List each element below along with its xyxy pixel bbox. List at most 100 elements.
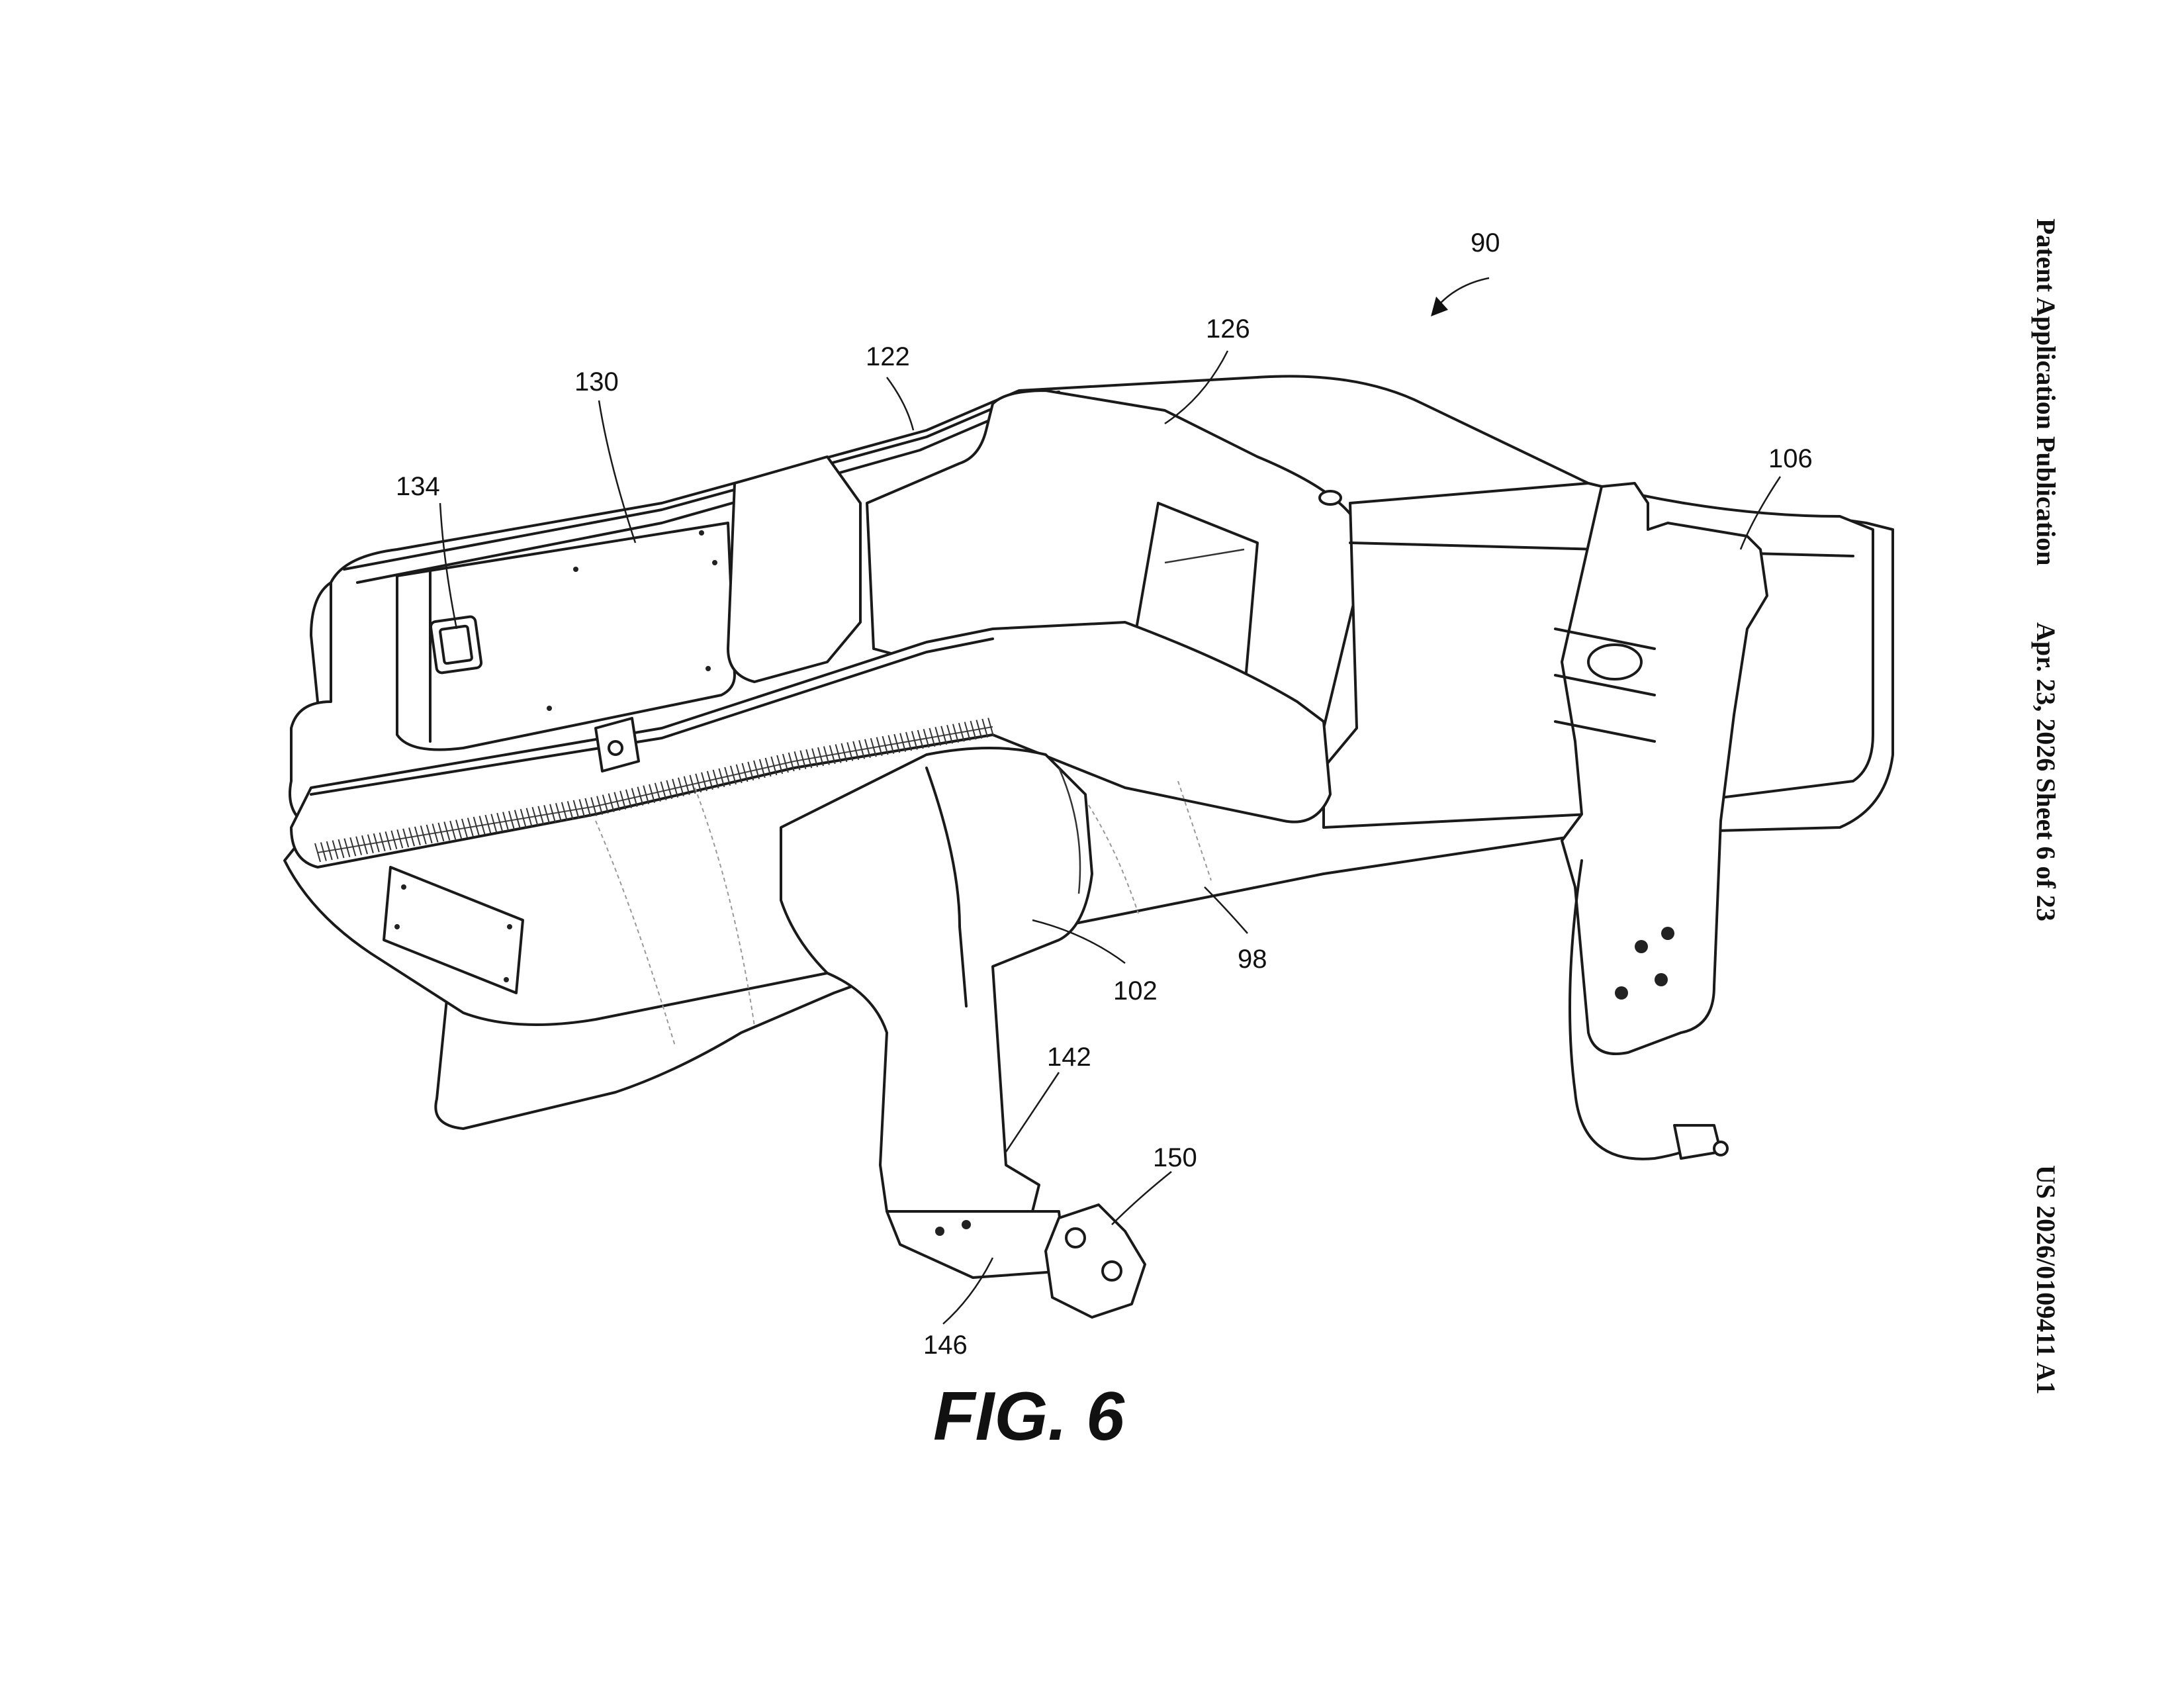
coil-turn <box>637 786 644 806</box>
coil-turn <box>473 816 480 836</box>
coil-turn <box>764 757 772 777</box>
ref-106: 106 <box>1768 444 1813 473</box>
coil-turn <box>981 718 989 738</box>
pillar-edge <box>925 767 968 1008</box>
coil-turn <box>887 735 895 754</box>
coil-turn <box>899 733 907 752</box>
coil-turn <box>735 764 743 784</box>
coil-turn <box>911 731 918 750</box>
coil-turn <box>625 789 632 808</box>
bracket-150 <box>1044 1203 1146 1319</box>
coil-turn <box>614 792 621 811</box>
coil-turn <box>355 836 363 855</box>
coil-turn <box>572 800 580 820</box>
rail-clamp-bolt <box>608 740 623 756</box>
cable-end-fitting <box>1673 1124 1722 1160</box>
coil-turn <box>654 782 661 802</box>
coil-turn <box>776 755 784 774</box>
leader-134 <box>439 502 458 630</box>
coil-turn <box>724 767 731 786</box>
coil-turn <box>841 743 848 763</box>
coil-turn <box>683 776 690 796</box>
ref-146: 146 <box>923 1331 968 1360</box>
coil-turn <box>782 753 789 773</box>
leader-142 <box>1005 1072 1060 1152</box>
coil-turn <box>496 812 504 832</box>
coil-turn <box>514 810 521 829</box>
leader-146 <box>942 1257 994 1325</box>
leader-150 <box>1111 1171 1172 1225</box>
coil-turn <box>964 722 971 741</box>
coil-turn <box>385 831 392 851</box>
rail-top-edge <box>310 637 994 796</box>
coil-turn <box>870 737 877 757</box>
coil-spring <box>317 726 993 853</box>
coil-turn <box>970 720 977 740</box>
coil-turn <box>414 826 421 846</box>
coil-turn <box>864 739 871 759</box>
coil-turn <box>390 830 398 850</box>
coil-turn <box>677 777 684 797</box>
coil-turn <box>508 810 515 830</box>
coil-turn <box>852 741 860 761</box>
coil-turn <box>649 784 656 803</box>
coil-turn <box>788 752 795 772</box>
ref-126: 126 <box>1206 314 1250 344</box>
coil-turn <box>502 812 510 831</box>
coil-turn <box>758 759 766 778</box>
pillar-flange <box>1058 767 1081 894</box>
coil-turn <box>537 806 545 825</box>
coil-turn <box>408 827 416 847</box>
ref-90: 90 <box>1471 228 1500 258</box>
ref-102: 102 <box>1113 976 1158 1006</box>
tub-contour-2 <box>694 787 755 1027</box>
ref-122: 122 <box>866 342 910 371</box>
leader-102 <box>1032 919 1126 964</box>
hinge-bracket-106 <box>1561 482 1768 1055</box>
bracket-146 <box>886 1210 1067 1279</box>
coil-turn <box>805 749 813 769</box>
coil-turn <box>420 825 427 845</box>
coil-turn <box>584 798 592 818</box>
lead-lines <box>439 277 1782 1325</box>
coil-turn <box>478 816 486 835</box>
date-and-sheet: Apr. 23, 2026 Sheet 6 of 23 <box>2031 622 2061 921</box>
coil-turn <box>379 832 386 851</box>
page-header: Patent Application Publication Apr. 23, … <box>2031 218 2061 1395</box>
leader-106 <box>1739 476 1782 550</box>
coil-turn <box>367 834 374 853</box>
panel-holes <box>547 530 717 711</box>
coil-turn <box>520 808 527 828</box>
leader-90 <box>1435 277 1490 308</box>
coil-turn <box>934 727 942 746</box>
coil-turn <box>455 820 463 839</box>
left-end-cap <box>310 581 332 703</box>
coil-turn <box>701 772 708 792</box>
coil-turn <box>882 735 889 755</box>
coil-turn <box>555 803 562 822</box>
arrow-90-head <box>1431 297 1448 316</box>
leader-130 <box>598 400 637 543</box>
coil-turn <box>338 839 345 859</box>
coil-turn <box>952 724 959 743</box>
coil-turn <box>976 720 983 739</box>
tub-contour-1 <box>595 820 676 1047</box>
coil-turn <box>823 746 830 765</box>
coil-turn <box>660 781 667 801</box>
coil-turn <box>449 820 457 840</box>
coil-turn <box>794 751 801 771</box>
ref-150: 150 <box>1153 1143 1197 1172</box>
coil-turn <box>578 799 586 818</box>
coil-turn <box>893 733 901 753</box>
coil-turn <box>326 841 333 861</box>
ref-98: 98 <box>1238 945 1267 974</box>
coil-turn <box>799 750 807 769</box>
pillar-102 <box>780 747 1093 1213</box>
coil-turn <box>426 824 433 844</box>
coil-turn <box>396 829 404 849</box>
coil-turn <box>666 780 673 800</box>
coil-turn <box>608 793 615 812</box>
license-plate-area <box>383 866 524 994</box>
